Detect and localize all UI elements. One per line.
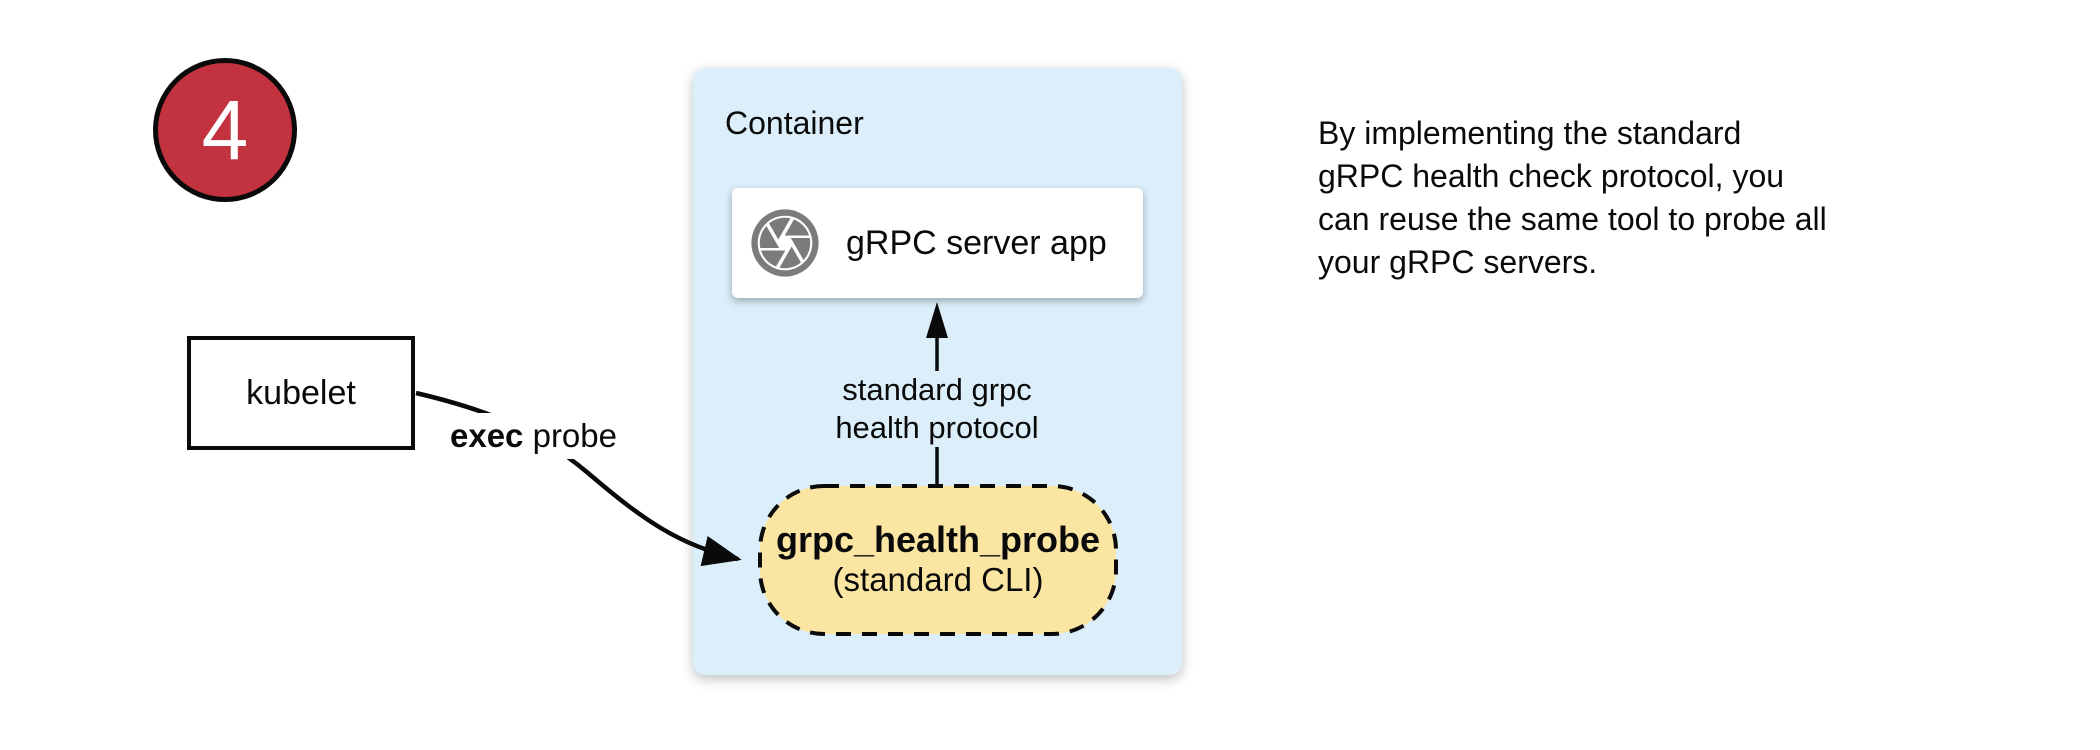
probe-pill-subtitle: (standard CLI) — [832, 561, 1044, 598]
exec-probe-label: exec probe — [440, 413, 627, 459]
health-protocol-label: standard grpc health protocol — [777, 371, 1097, 447]
aperture-icon — [751, 209, 819, 277]
grpc-server-label: gRPC server app — [846, 223, 1107, 262]
kubelet-label: kubelet — [246, 373, 356, 412]
exec-probe-label-bold: exec — [450, 417, 524, 454]
container-title: Container — [725, 105, 864, 141]
kubelet-box: kubelet — [187, 336, 415, 450]
annotation-line1: By implementing the standard — [1318, 115, 1742, 151]
annotation-line4: your gRPC servers. — [1318, 244, 1598, 280]
annotation-line2: gRPC health check protocol, you — [1318, 158, 1785, 194]
health-protocol-line1: standard grpc — [842, 372, 1032, 407]
step-badge: 4 — [153, 58, 297, 202]
exec-probe-label-rest: probe — [523, 417, 617, 454]
step-number: 4 — [201, 82, 249, 177]
grpc-server-box: gRPC server app — [732, 188, 1143, 298]
annotation-line3: can reuse the same tool to probe all — [1318, 201, 1827, 237]
annotation-text: By implementing the standard gRPC health… — [1318, 112, 1827, 284]
probe-pill-labels: grpc_health_probe (standard CLI) — [760, 486, 1116, 634]
health-protocol-line2: health protocol — [835, 410, 1039, 445]
probe-pill-title: grpc_health_probe — [775, 519, 1101, 560]
